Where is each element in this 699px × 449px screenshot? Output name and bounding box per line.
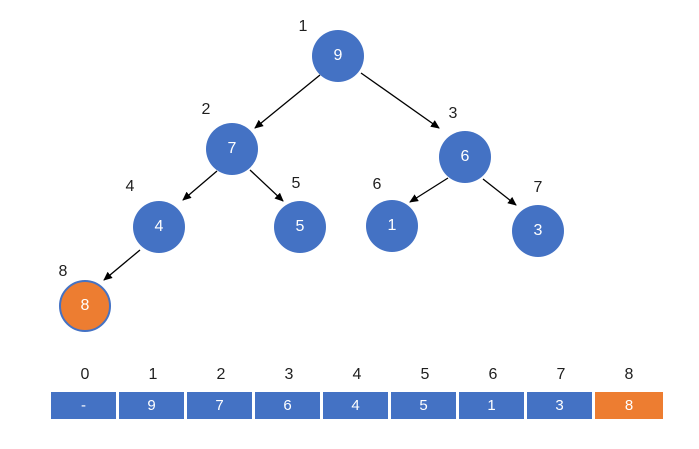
tree-node-value: 1 — [387, 217, 397, 234]
array-index-label-3: 3 — [284, 366, 294, 383]
array-cell-value: 8 — [624, 397, 634, 414]
array-index-label-2: 2 — [216, 366, 226, 383]
array-index-label-4: 4 — [352, 366, 362, 383]
array-cell-0: - — [51, 392, 119, 419]
array-cell-value: 4 — [351, 397, 360, 414]
tree-node-8: 8 — [59, 280, 111, 332]
tree-node-1: 9 — [312, 30, 364, 82]
tree-node-value: 9 — [333, 47, 343, 64]
tree-edge-arrow-9-to-7 — [254, 74, 321, 129]
array-cell-value: 5 — [419, 397, 428, 414]
array-index-label-1: 1 — [148, 366, 158, 383]
tree-node-2: 7 — [206, 123, 258, 175]
array-cell-value: 9 — [147, 397, 156, 414]
tree-edge-arrow-6-to-3 — [482, 178, 517, 206]
array-cell-value: 6 — [283, 397, 292, 414]
tree-node-value: 4 — [154, 218, 164, 235]
tree-edge-arrow-7-to-4 — [182, 170, 218, 201]
node-position-label-5: 5 — [291, 175, 301, 192]
tree-node-6: 1 — [366, 200, 418, 252]
node-position-label-4: 4 — [125, 178, 135, 195]
tree-node-5: 5 — [274, 201, 326, 253]
node-position-label-3: 3 — [448, 105, 458, 122]
tree-node-4: 4 — [133, 201, 185, 253]
array-cell-2: 7 — [187, 392, 255, 419]
array-cell-value: 1 — [487, 397, 496, 414]
array-cell-value: - — [81, 397, 86, 414]
array-index-label-8: 8 — [624, 366, 634, 383]
array-cell-8: 8 — [595, 392, 663, 419]
array-cells-row: - 9 7 6 4 5 1 3 8 — [51, 392, 663, 419]
array-index-label-6: 6 — [488, 366, 498, 383]
tree-node-3: 6 — [439, 131, 491, 183]
array-index-label-0: 0 — [80, 366, 90, 383]
array-cell-3: 6 — [255, 392, 323, 419]
tree-node-value: 8 — [80, 297, 90, 314]
array-index-label-5: 5 — [420, 366, 430, 383]
node-position-label-7: 7 — [533, 179, 543, 196]
array-cell-1: 9 — [119, 392, 187, 419]
array-index-row: 0 1 2 3 4 5 6 7 8 — [51, 366, 663, 384]
tree-edge-arrow-7-to-5 — [249, 169, 284, 202]
array-cell-value: 3 — [555, 397, 564, 414]
tree-node-7: 3 — [512, 205, 564, 257]
array-cell-4: 4 — [323, 392, 391, 419]
tree-node-value: 5 — [295, 218, 305, 235]
array-index-label-7: 7 — [556, 366, 566, 383]
tree-edge-arrow-4-to-8 — [103, 249, 141, 281]
node-position-label-6: 6 — [372, 176, 382, 193]
tree-edge-arrow-9-to-6 — [360, 72, 440, 129]
node-position-label-1: 1 — [298, 18, 308, 35]
tree-edge-arrow-6-to-1 — [409, 177, 449, 203]
array-cell-5: 5 — [391, 392, 459, 419]
tree-node-value: 6 — [460, 148, 470, 165]
array-cell-value: 7 — [215, 397, 224, 414]
node-position-label-8: 8 — [58, 263, 68, 280]
node-position-label-2: 2 — [201, 101, 211, 118]
tree-node-value: 3 — [533, 222, 543, 239]
array-cell-7: 3 — [527, 392, 595, 419]
tree-node-value: 7 — [227, 140, 237, 157]
array-cell-6: 1 — [459, 392, 527, 419]
